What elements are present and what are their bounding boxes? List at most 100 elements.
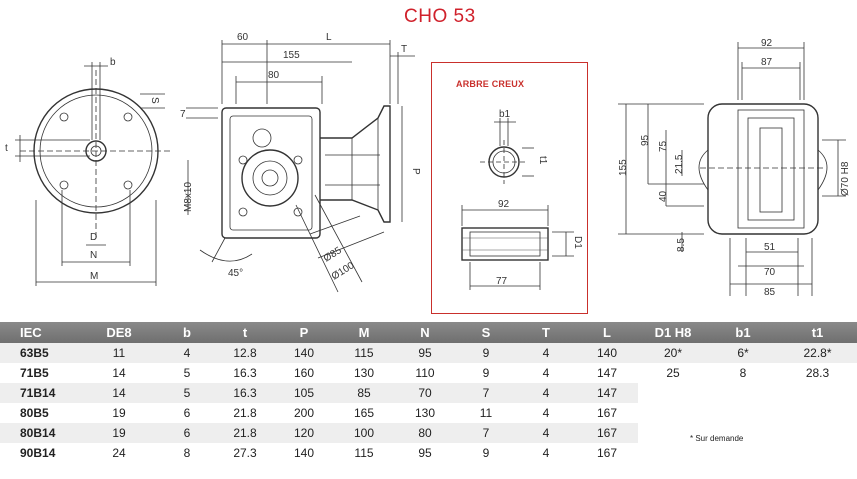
dim-87: 87 — [761, 57, 773, 68]
dim-l: L — [326, 32, 332, 43]
side-view: 60 L T 155 80 7 M8x10 P 45° Ø85 Ø100 — [180, 32, 421, 293]
dim-45: 45° — [228, 268, 243, 279]
dim-51: 51 — [764, 242, 776, 253]
cell — [778, 383, 857, 403]
cell: 8 — [708, 363, 778, 383]
cell: 105 — [274, 383, 334, 403]
front-view: b S t D N M — [5, 57, 172, 286]
cell: 12.8 — [216, 343, 274, 363]
cell: 140 — [274, 343, 334, 363]
cell: 22.8* — [778, 343, 857, 363]
cell: 25 — [638, 363, 708, 383]
col-header: b1 — [708, 322, 778, 343]
cell: 4 — [516, 403, 576, 423]
dim-77: 77 — [496, 276, 508, 287]
dim-155-right: 155 — [618, 159, 629, 176]
dim-t-side: T — [401, 44, 407, 55]
dim-s: S — [149, 97, 160, 104]
dim-o100: Ø100 — [330, 260, 357, 283]
table-row: 80B14 19 6 21.8 120 100 80 7 4 167 — [0, 423, 857, 443]
cell — [778, 443, 857, 463]
cell — [778, 403, 857, 423]
cell: 21.8 — [216, 423, 274, 443]
dimensions-table: IEC DE8 b t P M N S T L D1 H8 b1 t1 63B5… — [0, 322, 857, 463]
cell — [708, 403, 778, 423]
cell: 4 — [516, 343, 576, 363]
cell — [638, 403, 708, 423]
cell — [638, 383, 708, 403]
dim-t: t — [5, 143, 8, 154]
table-row: 71B14 14 5 16.3 105 85 70 7 4 147 — [0, 383, 857, 403]
cell: 167 — [576, 403, 638, 423]
cell: 130 — [334, 363, 394, 383]
cell: 80 — [394, 423, 456, 443]
cell: 160 — [274, 363, 334, 383]
cell: 147 — [576, 363, 638, 383]
cell: 9 — [456, 363, 516, 383]
cell: 7 — [456, 383, 516, 403]
cell — [708, 423, 778, 443]
cell: 147 — [576, 383, 638, 403]
cell — [778, 423, 857, 443]
col-header: DE8 — [80, 322, 158, 343]
dim-60: 60 — [237, 32, 249, 43]
cell: 7 — [456, 423, 516, 443]
cell: 140 — [576, 343, 638, 363]
dim-92-shaft: 92 — [498, 199, 510, 210]
drawing-svg: b S t D N M — [5, 32, 851, 298]
cell: 63B5 — [0, 343, 80, 363]
cell: 200 — [274, 403, 334, 423]
cell: 16.3 — [216, 383, 274, 403]
dim-70: 70 — [764, 267, 776, 278]
right-view: 92 87 155 95 75 21.5 40 8.5 Ø70 H8 51 70… — [618, 38, 851, 298]
cell: 14 — [80, 363, 158, 383]
cell: 80B14 — [0, 423, 80, 443]
col-header: P — [274, 322, 334, 343]
table-header-row: IEC DE8 b t P M N S T L D1 H8 b1 t1 — [0, 322, 857, 343]
cell: 115 — [334, 443, 394, 463]
cell: 9 — [456, 343, 516, 363]
cell: 95 — [394, 443, 456, 463]
cell: 19 — [80, 423, 158, 443]
dim-m8x10: M8x10 — [183, 182, 194, 212]
cell: 14 — [80, 383, 158, 403]
dim-b: b — [110, 57, 116, 68]
cell: 90B14 — [0, 443, 80, 463]
col-header: b — [158, 322, 216, 343]
cell: 19 — [80, 403, 158, 423]
cell: 6 — [158, 403, 216, 423]
dim-80: 80 — [268, 70, 280, 81]
hollow-shaft-box — [431, 62, 588, 314]
footnote: * Sur demande — [690, 434, 744, 443]
shaft-detail: b1 t1 92 D1 77 — [461, 109, 583, 290]
technical-drawing: b S t D N M — [5, 32, 851, 298]
cell — [638, 443, 708, 463]
dim-o85: Ø85 — [322, 245, 344, 265]
dim-7: 7 — [180, 109, 186, 120]
table-row: 90B14 24 8 27.3 140 115 95 9 4 167 — [0, 443, 857, 463]
cell: 4 — [516, 363, 576, 383]
cell: 5 — [158, 383, 216, 403]
cell: 4 — [158, 343, 216, 363]
cell: 11 — [80, 343, 158, 363]
cell — [708, 443, 778, 463]
col-header: M — [334, 322, 394, 343]
cell: 71B14 — [0, 383, 80, 403]
cell: 24 — [80, 443, 158, 463]
dim-95: 95 — [640, 134, 651, 146]
cell: 16.3 — [216, 363, 274, 383]
dim-155-side: 155 — [283, 50, 300, 61]
cell: 130 — [394, 403, 456, 423]
cell: 140 — [274, 443, 334, 463]
dim-d1: D1 — [572, 236, 583, 249]
dim-t1: t1 — [537, 156, 548, 165]
col-header: t — [216, 322, 274, 343]
cell — [638, 423, 708, 443]
table-row: 63B5 11 4 12.8 140 115 95 9 4 140 20* 6*… — [0, 343, 857, 363]
section-label: ARBRE CREUX — [456, 79, 525, 89]
cell: 4 — [516, 383, 576, 403]
dim-n: N — [90, 250, 97, 261]
dim-75: 75 — [658, 140, 669, 152]
col-header: t1 — [778, 322, 857, 343]
cell: 85 — [334, 383, 394, 403]
